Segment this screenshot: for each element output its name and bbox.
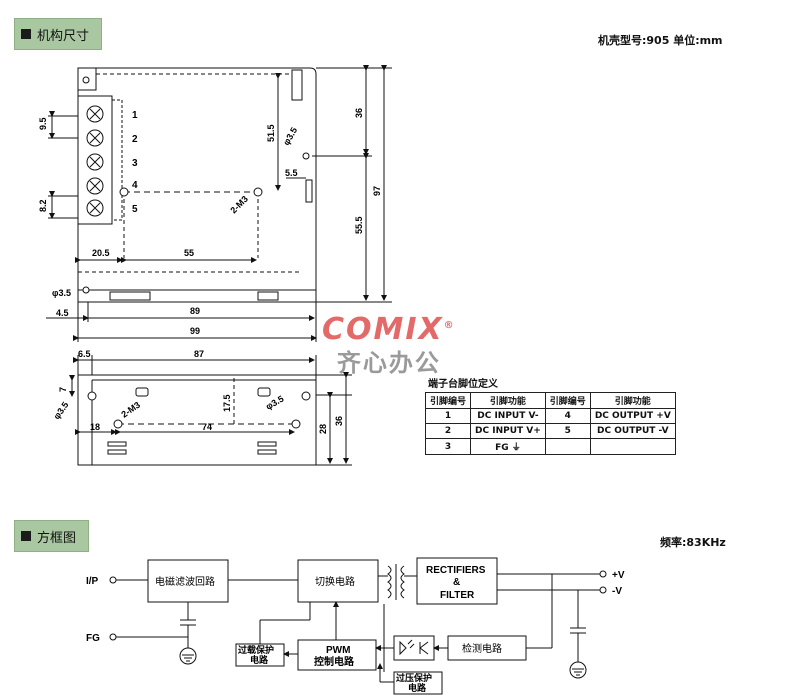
table-cell: DC INPUT V- xyxy=(470,408,546,424)
fg-label: FG xyxy=(86,633,100,644)
table-cell: 2 xyxy=(424,423,472,439)
table-cell: FG ⏚ xyxy=(470,438,546,455)
rectifier-box xyxy=(416,557,498,605)
table-cell: 4 xyxy=(544,408,591,424)
pin-label: 4 xyxy=(132,180,138,191)
terminal-screws xyxy=(82,76,310,294)
dim-label: 36 xyxy=(354,108,364,118)
dim-label: φ3.5 xyxy=(51,400,70,421)
dim-label: 20.5 xyxy=(92,248,110,258)
dim-label: 18 xyxy=(90,422,100,432)
pin-label: 1 xyxy=(132,110,138,121)
dim-label: φ3.5 xyxy=(281,126,299,147)
block-labels: I/P FG 电磁滤波回路 切换电路 RECTIFIERS & FILTER +… xyxy=(86,565,625,693)
dim-label: 7 xyxy=(58,387,68,392)
ovp-box xyxy=(393,671,443,695)
dim-label: 51.5 xyxy=(266,124,276,142)
dim-label: 2-M3 xyxy=(228,194,250,216)
pwm-label: 控制电路 xyxy=(314,655,355,668)
dim-label: 87 xyxy=(194,349,204,359)
table-header: 引脚编号 xyxy=(424,392,472,409)
table-cell xyxy=(544,438,591,455)
dim-label: 36 xyxy=(334,416,344,426)
detect-label: 检测电路 xyxy=(462,642,502,655)
table-cell: 3 xyxy=(424,438,472,455)
pin-label: 3 xyxy=(132,158,138,169)
table-header: 引脚功能 xyxy=(589,392,676,409)
output-pos-label: +V xyxy=(612,570,625,581)
table-row: 3 FG ⏚ xyxy=(424,438,676,455)
table-cell: DC OUTPUT +V xyxy=(589,408,676,424)
dim-label: 74 xyxy=(202,422,212,432)
table-header: 引脚功能 xyxy=(470,392,546,409)
table-cell xyxy=(589,438,676,455)
pin-table-title: 端子台脚位定义 xyxy=(428,379,498,390)
switch-label: 切换电路 xyxy=(315,575,355,588)
side-view-holes xyxy=(87,391,311,429)
dim-label: φ3.5 xyxy=(52,288,71,298)
dim-label: 8.2 xyxy=(38,199,48,212)
top-view-drawing xyxy=(46,65,392,342)
table-cell: DC OUTPUT -V xyxy=(589,423,676,439)
pin-label: 5 xyxy=(132,204,138,215)
dim-label: 5.5 xyxy=(285,168,298,178)
filter-label: 电磁滤波回路 xyxy=(155,575,215,588)
optocoupler-icon xyxy=(399,639,429,656)
table-row: 2 DC INPUT V+ 5 DC OUTPUT -V xyxy=(424,423,676,439)
table-cell: 5 xyxy=(544,423,591,439)
square-bullet-icon xyxy=(21,29,31,39)
side-view-drawing xyxy=(69,355,352,466)
table-row: 1 DC INPUT V- 4 DC OUTPUT +V xyxy=(424,408,676,424)
rectifier-label: FILTER xyxy=(440,590,475,601)
dim-label: 28 xyxy=(318,424,328,434)
dim-label: 17.5 xyxy=(222,394,232,412)
dim-label: 6.5 xyxy=(78,349,91,359)
ocp-label: 过载保护 xyxy=(238,644,274,655)
dim-label: 55.5 xyxy=(354,216,364,234)
ocp-label: 电路 xyxy=(250,654,269,665)
section-header-dimensions: 机构尺寸 xyxy=(14,18,103,50)
logo-text-cn: 齐心办公 xyxy=(336,349,441,377)
dim-label: 99 xyxy=(190,326,200,336)
section-title: 机构尺寸 xyxy=(37,28,90,44)
pin-table: 引脚编号 引脚功能 引脚编号 引脚功能 1 DC INPUT V- 4 DC O… xyxy=(424,392,676,455)
dim-label: 55 xyxy=(184,248,194,258)
section-header-block-diagram: 方框图 xyxy=(14,520,90,552)
pwm-box xyxy=(297,639,377,671)
frequency-label: 频率:83KHz xyxy=(660,536,726,549)
logo-text: COMIX xyxy=(322,312,444,347)
output-neg-label: -V xyxy=(612,586,622,597)
table-header: 引脚编号 xyxy=(544,392,591,409)
dim-label: 2-M3 xyxy=(119,400,142,420)
dim-label: 4.5 xyxy=(56,308,69,318)
table-cell: DC INPUT V+ xyxy=(470,423,546,439)
block-terminals xyxy=(109,570,607,641)
table-cell: 1 xyxy=(424,408,472,424)
ovp-label: 过压保护 xyxy=(396,672,432,683)
rectifier-label: RECTIFIERS xyxy=(426,565,486,576)
ovp-label: 电路 xyxy=(408,682,427,693)
ground-icon xyxy=(179,647,197,665)
side-view-labels: 6.5 87 7 φ3.5 2-M3 17.5 φ3.5 18 74 28 36 xyxy=(51,349,344,434)
square-bullet-icon xyxy=(21,531,31,541)
rectifier-label: & xyxy=(453,577,460,588)
ground-icon xyxy=(569,661,587,679)
pin-label: 2 xyxy=(132,134,138,145)
dim-label: 97 xyxy=(372,186,382,196)
dim-label: 89 xyxy=(190,306,200,316)
dim-label: 9.5 xyxy=(38,117,48,130)
comix-logo: COMIX® 齐心办公 xyxy=(322,312,456,378)
table-row: 引脚编号 引脚功能 引脚编号 引脚功能 xyxy=(424,392,676,409)
block-diagram xyxy=(116,557,600,695)
ip-label: I/P xyxy=(86,576,99,587)
model-unit-label: 机壳型号:905 单位:mm xyxy=(598,34,723,47)
pwm-label: PWM xyxy=(326,645,350,656)
section-title: 方框图 xyxy=(37,530,77,546)
registered-mark: ® xyxy=(443,320,456,331)
